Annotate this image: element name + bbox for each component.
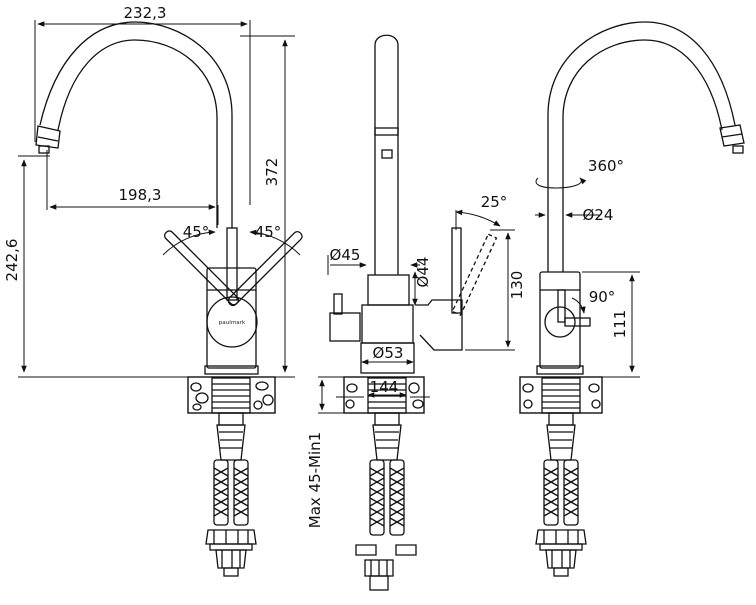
right-hoses <box>543 459 579 526</box>
front-lever-center <box>226 227 238 301</box>
dim-lever-tilt: 25° <box>481 193 508 211</box>
dim-diameter-body: Ø45 <box>330 246 361 264</box>
right-spout <box>547 21 736 272</box>
right-view <box>519 21 745 577</box>
front-aerator <box>35 125 61 149</box>
dim-overall-height: 372 <box>263 158 281 187</box>
right-dimension-lines <box>535 177 640 378</box>
dim-rotation: 360° <box>588 157 624 175</box>
dim-base-width: 144 <box>370 378 399 396</box>
side-body <box>367 274 410 306</box>
front-dimension-lines <box>18 20 301 378</box>
front-view <box>35 21 303 577</box>
side-hoses <box>369 459 405 536</box>
front-lever-right <box>227 231 303 307</box>
dim-body-height: 111 <box>611 310 629 339</box>
dim-lever-rotation: 90° <box>589 288 616 306</box>
front-hoses <box>213 459 249 526</box>
right-knob <box>544 306 576 338</box>
dim-lever-angle-right: 45° <box>255 223 282 241</box>
side-view <box>329 34 498 591</box>
dim-diameter-base: Ø53 <box>373 344 404 362</box>
front-body <box>206 267 257 369</box>
dim-lever-angle-left: 45° <box>183 223 210 241</box>
side-spout <box>374 34 399 275</box>
dim-diameter-spout: Ø44 <box>414 257 432 288</box>
side-dimension-lines <box>318 209 515 414</box>
brand-label: paulmark <box>219 320 246 326</box>
right-body <box>539 271 581 369</box>
dim-spout-height: 242,6 <box>3 239 21 282</box>
dim-lever-height: 130 <box>508 271 526 300</box>
dim-overall-width: 232,3 <box>124 4 167 22</box>
dim-spout-reach: 198,3 <box>119 186 162 204</box>
front-brand-disc <box>206 296 258 348</box>
dim-mounting-thickness: Max 45-Min1 <box>306 432 324 528</box>
dim-diameter-tube: Ø24 <box>583 206 614 224</box>
